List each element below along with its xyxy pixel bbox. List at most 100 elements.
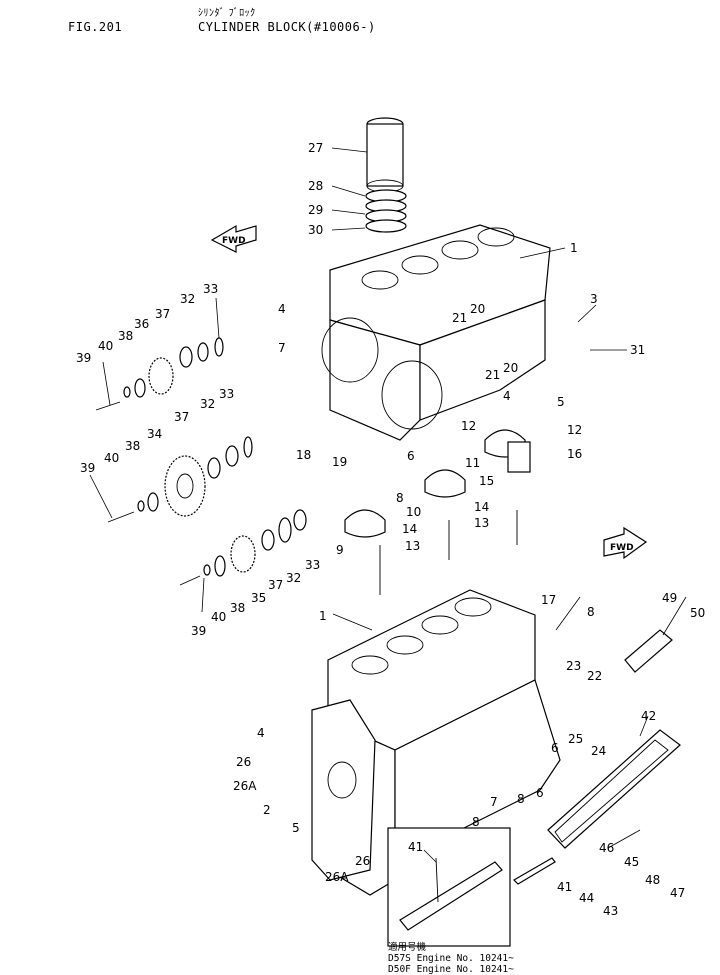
callout-1: 1 — [319, 609, 327, 623]
callout-37: 37 — [155, 307, 170, 321]
callout-33: 33 — [305, 558, 320, 572]
inset-panel — [387, 827, 511, 947]
callout-18: 18 — [296, 448, 311, 462]
callout-13: 13 — [474, 516, 489, 530]
leader-lines — [89, 147, 687, 863]
callout-39: 39 — [76, 351, 91, 365]
callout-25: 25 — [568, 732, 583, 746]
callout-6: 6 — [551, 741, 559, 755]
callout-26A: 26A — [325, 870, 349, 884]
callout-44: 44 — [579, 891, 594, 905]
callout-30: 30 — [308, 223, 323, 237]
callout-11: 11 — [465, 456, 480, 470]
callout-5: 5 — [292, 821, 300, 835]
figure-title: CYLINDER BLOCK(#10006-) — [198, 20, 376, 34]
inset-note-d50f: D50F Engine No. 10241~ — [388, 964, 514, 975]
callout-16: 16 — [567, 447, 582, 461]
callout-14: 14 — [474, 500, 489, 514]
callout-17: 17 — [541, 593, 556, 607]
callout-8: 8 — [472, 815, 480, 829]
callout-32: 32 — [180, 292, 195, 306]
callout-46: 46 — [599, 841, 614, 855]
callout-47: 47 — [670, 886, 685, 900]
fwd-arrow-lower: FWD — [603, 526, 648, 560]
fwd-arrow-upper: FWD — [210, 224, 257, 253]
callout-4: 4 — [278, 302, 286, 316]
callout-5: 5 — [557, 395, 565, 409]
callout-23: 23 — [566, 659, 581, 673]
callout-31: 31 — [630, 343, 645, 357]
inset-pointer-arrow — [513, 857, 556, 885]
callout-39: 39 — [80, 461, 95, 475]
callout-40: 40 — [98, 339, 113, 353]
callout-35: 35 — [251, 591, 266, 605]
inset-note-d57s: D57S Engine No. 10241~ — [388, 953, 514, 964]
callout-32: 32 — [200, 397, 215, 411]
callout-48: 48 — [645, 873, 660, 887]
callout-40: 40 — [104, 451, 119, 465]
callout-33: 33 — [203, 282, 218, 296]
callout-8: 8 — [517, 792, 525, 806]
callout-21: 21 — [452, 311, 467, 325]
callout-26A: 26A — [233, 779, 257, 793]
callout-32: 32 — [286, 571, 301, 585]
callout-6: 6 — [536, 786, 544, 800]
callout-4: 4 — [503, 389, 511, 403]
callout-4: 4 — [257, 726, 265, 740]
callout-43: 43 — [603, 904, 618, 918]
fwd-label-lower: FWD — [610, 543, 634, 553]
callout-38: 38 — [118, 329, 133, 343]
callout-27: 27 — [308, 141, 323, 155]
figure-title-katakana: ｼﾘﾝﾀﾞ ﾌﾞﾛｯｸ — [198, 8, 256, 19]
callout-20: 20 — [503, 361, 518, 375]
callout-8: 8 — [587, 605, 595, 619]
callout-37: 37 — [174, 410, 189, 424]
callout-13: 13 — [405, 539, 420, 553]
fwd-label-upper: FWD — [222, 236, 246, 246]
callout-42: 42 — [641, 709, 656, 723]
callout-19: 19 — [332, 455, 347, 469]
callout-3: 3 — [590, 292, 598, 306]
callout-49: 49 — [662, 591, 677, 605]
callout-39: 39 — [191, 624, 206, 638]
callout-37: 37 — [268, 578, 283, 592]
callout-41: 41 — [408, 840, 423, 854]
callout-38: 38 — [125, 439, 140, 453]
callout-14: 14 — [402, 522, 417, 536]
callout-36: 36 — [134, 317, 149, 331]
callout-45: 45 — [624, 855, 639, 869]
gear-train-upper — [95, 337, 224, 411]
callout-50: 50 — [690, 606, 705, 620]
callout-9: 9 — [336, 543, 344, 557]
callout-15: 15 — [479, 474, 494, 488]
callout-33: 33 — [219, 387, 234, 401]
callout-24: 24 — [591, 744, 606, 758]
callout-21: 21 — [485, 368, 500, 382]
callout-34: 34 — [147, 427, 162, 441]
callout-29: 29 — [308, 203, 323, 217]
callout-12: 12 — [461, 419, 476, 433]
callout-41: 41 — [557, 880, 572, 894]
callout-22: 22 — [587, 669, 602, 683]
callout-1: 1 — [570, 241, 578, 255]
callout-20: 20 — [470, 302, 485, 316]
callout-10: 10 — [406, 505, 421, 519]
callout-26: 26 — [236, 755, 251, 769]
callout-28: 28 — [308, 179, 323, 193]
callout-labels: 1 3 31 4 7 21 20 21 20 27 28 29 30 33 32… — [76, 141, 705, 918]
callout-38: 38 — [230, 601, 245, 615]
callout-12: 12 — [567, 423, 582, 437]
callout-40: 40 — [211, 610, 226, 624]
gear-train-middle — [107, 436, 253, 523]
gear-train-lower — [179, 509, 307, 586]
cylinder-block-upper — [321, 224, 551, 441]
callout-6: 6 — [407, 449, 415, 463]
bearing-caps — [344, 429, 531, 595]
inset-note-heading: 適用号機 — [388, 942, 427, 953]
cylinder-liner — [365, 117, 407, 233]
callout-7: 7 — [490, 795, 498, 809]
callout-8: 8 — [396, 491, 404, 505]
figure-number: FIG.201 — [68, 20, 123, 34]
side-cover — [547, 629, 681, 849]
